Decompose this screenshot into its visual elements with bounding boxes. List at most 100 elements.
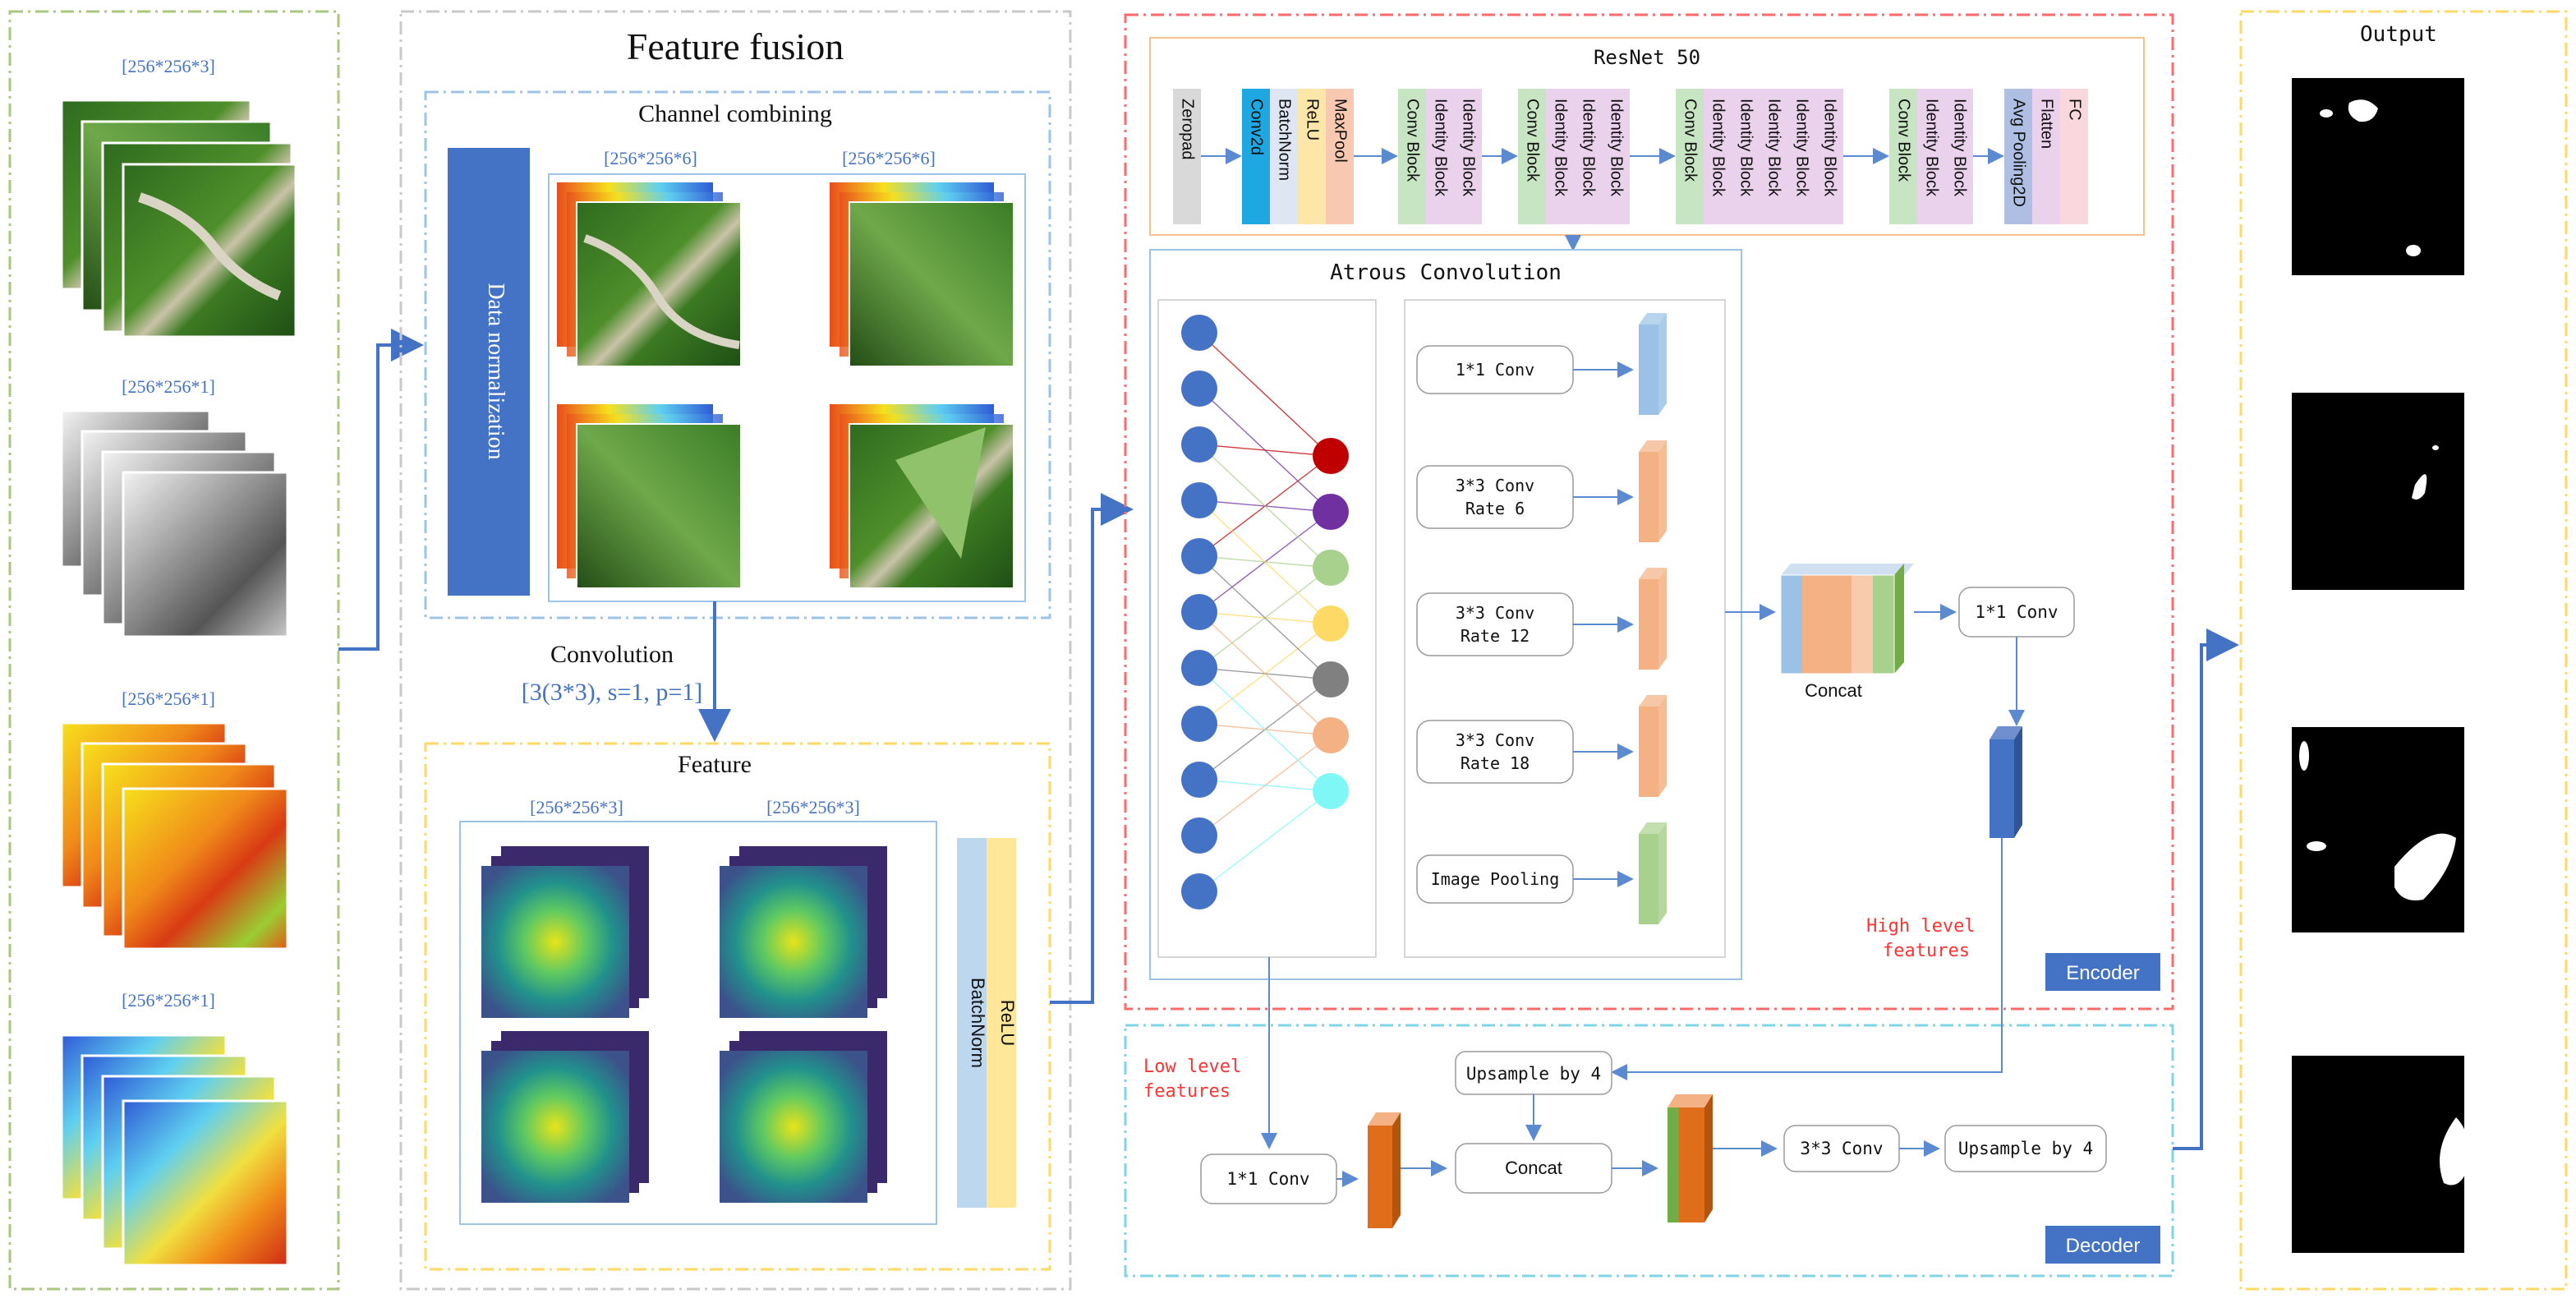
satellite-image-stack: [256*256*3] — [60, 56, 297, 338]
output-mask-4 — [2292, 1056, 2469, 1253]
feature-title: Feature — [678, 751, 752, 778]
output-panel: Output — [2239, 10, 2568, 1291]
feature-fusion-panel: Feature fusion Channel combining Data no… — [399, 10, 1072, 1291]
fusion-to-encoder-arrow — [1050, 493, 1134, 1004]
decoder-panel: Low level features 1*1 Conv Upsample by … — [1124, 838, 2174, 1278]
resnet-layer-label: Identity Block — [1793, 99, 1811, 197]
input-panel: [256*256*3] [256*256*1] [256*256*1] [256… — [8, 10, 340, 1291]
aspp-feature-block — [1639, 822, 1667, 834]
input-label-slope: [256*256*1] — [122, 688, 215, 709]
encoder-1x1-conv-label: 1*1 Conv — [1975, 602, 2058, 622]
resnet-layer-bar — [2004, 89, 2032, 224]
resnet-layer-bar — [1546, 89, 1574, 224]
decoder-concat-feature-block — [1668, 1094, 1713, 1222]
resnet-layer-bar — [1173, 89, 1201, 224]
input-neuron — [1181, 706, 1217, 742]
dem-image-stack: [256*256*1] — [60, 376, 289, 638]
atrous-connection — [1198, 779, 1332, 792]
input-neuron — [1181, 762, 1217, 798]
resnet-layer-label: Identity Block — [1460, 99, 1478, 197]
aspect-image-stack: [256*256*1] — [60, 990, 289, 1267]
atrous-connection — [1198, 611, 1332, 736]
resnet-layer-label: ReLU — [1304, 99, 1322, 140]
output-neuron — [1313, 438, 1349, 474]
data-normalization-block — [448, 148, 530, 596]
feature-map-stack — [481, 846, 887, 1203]
input-neuron — [1181, 426, 1217, 463]
resnet-layer-bar — [1917, 89, 1945, 224]
input-neuron — [1181, 817, 1217, 854]
resnet-layer-bar — [2060, 89, 2088, 224]
upsample-block-out — [1944, 1125, 2107, 1172]
output-mask-3 — [2292, 727, 2464, 932]
resnet-layer-label: Conv Block — [1681, 99, 1700, 182]
output-neuron — [1313, 550, 1349, 586]
feature-fusion-title: Feature fusion — [627, 25, 844, 67]
relu-bar — [987, 838, 1016, 1208]
input-neuron — [1181, 594, 1217, 630]
decoder-label: Decoder — [2066, 1235, 2141, 1257]
low-level-feature-block — [1368, 1112, 1401, 1228]
feature-box — [424, 742, 1051, 1271]
feature-label-left: [256*256*3] — [530, 797, 623, 817]
output-neuron — [1313, 605, 1349, 642]
resnet-layer-bar — [1676, 89, 1704, 224]
resnet-layer-label: Conv Block — [1404, 99, 1422, 182]
input-neuron — [1181, 538, 1217, 574]
resnet-layer-bar — [1270, 89, 1298, 224]
batchnorm-bar — [957, 838, 987, 1208]
aspp-feature-block — [1639, 313, 1667, 325]
channel-combining-title: Channel combining — [638, 100, 832, 127]
aspp-feature-block — [1639, 440, 1667, 452]
resnet-layer-bar — [1574, 89, 1602, 224]
resnet-layer-label: Zeropad — [1179, 99, 1197, 160]
combined-label-left: [256*256*6] — [604, 148, 697, 168]
resnet-layer-bar — [1602, 89, 1630, 224]
aspp-feature-block — [1658, 440, 1667, 542]
convolution-title: Convolution — [550, 641, 674, 668]
concat-label: Concat — [1805, 680, 1862, 701]
decoder-3x3-conv-label: 3*3 Conv — [1800, 1139, 1883, 1158]
resnet-layer-label: Identity Block — [1580, 99, 1598, 197]
atrous-connection — [1198, 444, 1332, 569]
atrous-connection — [1198, 388, 1332, 513]
aspp-branch-label: 1*1 Conv — [1456, 360, 1534, 380]
output-neuron — [1313, 773, 1349, 809]
resnet-layer-bar — [2032, 89, 2060, 224]
aspp-feature-block — [1639, 568, 1667, 579]
encoder-badge — [2045, 953, 2160, 991]
resnet-layer-bar — [1732, 89, 1760, 224]
resnet-layer-label: Conv2d — [1248, 99, 1266, 155]
concat-block: Concat — [1780, 564, 1914, 701]
upsample-out-label: Upsample by 4 — [1958, 1139, 2093, 1158]
resnet-layer-bar — [1326, 89, 1354, 224]
resnet-layer-label: Identity Block — [1923, 99, 1941, 197]
resnet-layer-bar — [1298, 89, 1326, 224]
input-neuron — [1181, 873, 1217, 909]
resnet-layer-label: Identity Block — [1709, 99, 1727, 197]
output-neuron — [1313, 494, 1349, 530]
data-normalization-label: Data normalization — [483, 283, 508, 459]
resnet-layer-label: Avg Pooling2D — [2010, 99, 2028, 207]
slope-image-stack: [256*256*1] — [60, 688, 289, 951]
resnet-layer-label: Identity Block — [1432, 99, 1450, 197]
resnet-layer-label: Conv Block — [1895, 99, 1913, 182]
resnet-layer-bar — [1945, 89, 1973, 224]
resnet-layer-bar — [1889, 89, 1917, 224]
aspp-feature-block — [1658, 695, 1667, 797]
resnet-layer-bar — [1787, 89, 1815, 224]
batchnorm-label: BatchNorm — [968, 978, 988, 1068]
input-neuron — [1181, 650, 1217, 686]
resnet-layer-label: Flatten — [2038, 99, 2056, 149]
aspp-feature-block — [1639, 707, 1658, 797]
decoder-1x1-conv-label: 1*1 Conv — [1226, 1169, 1309, 1189]
input-neuron — [1181, 482, 1217, 518]
channel-combining-box — [424, 90, 1051, 619]
output-mask-2 — [2292, 393, 2464, 590]
high-level-features-label: High level features — [1866, 916, 1986, 961]
aspp-feature-block — [1658, 822, 1667, 924]
atrous-connection — [1198, 790, 1332, 892]
